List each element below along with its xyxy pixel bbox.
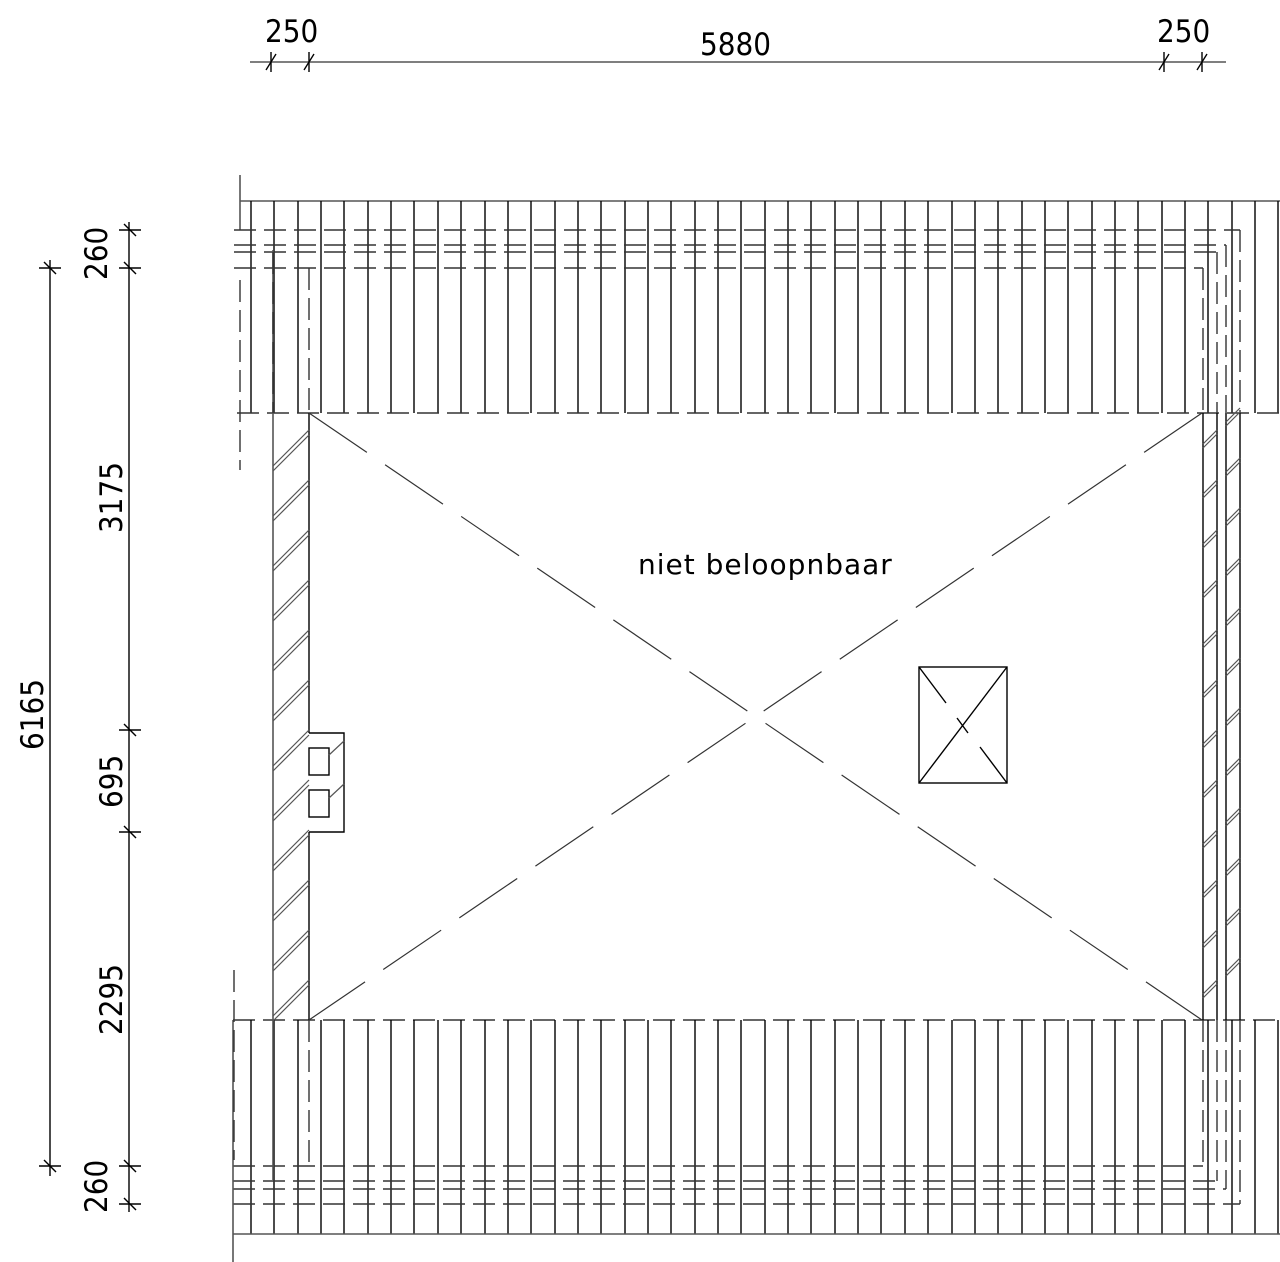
room-no-floor-cross — [308, 412, 1203, 1021]
dim-top-right: 250 — [1157, 14, 1210, 50]
dim-upper-section: 3175 — [94, 462, 130, 533]
dim-top-eave: 260 — [79, 227, 115, 280]
dim-lower-section: 2295 — [94, 964, 130, 1035]
chimney — [308, 732, 345, 833]
dim-bottom-eave: 260 — [79, 1160, 115, 1213]
dim-top-middle: 5880 — [700, 27, 771, 63]
roof-top — [234, 175, 1280, 470]
dim-chimney-section: 695 — [94, 755, 130, 808]
wall-left — [272, 250, 310, 1180]
dim-top-left: 250 — [265, 14, 318, 50]
room-label: niet beloopnbaar — [638, 548, 893, 581]
left-outer-dimension: 6165 — [15, 260, 61, 1176]
roof-bottom — [232, 970, 1280, 1262]
skylight — [918, 666, 1008, 784]
dim-total-height: 6165 — [15, 679, 51, 750]
top-dimension-chain: 250 5880 250 — [250, 14, 1226, 72]
left-inner-dimension-chain: 260 3175 695 2295 260 — [79, 222, 141, 1213]
wall-right — [1202, 230, 1241, 1204]
